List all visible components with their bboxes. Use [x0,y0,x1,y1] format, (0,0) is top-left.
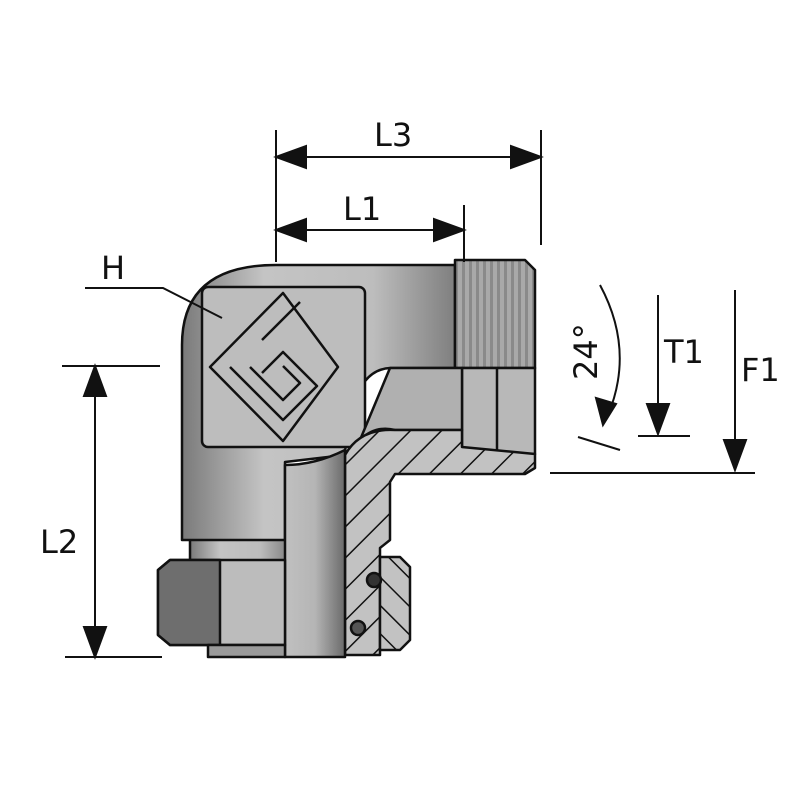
label-t1: T1 [663,333,704,371]
label-f1: F1 [741,351,780,389]
label-l2: L2 [40,523,78,561]
label-l1: L1 [343,190,381,228]
socket [460,366,537,456]
label-angle: 24° [567,323,605,380]
thread [453,258,537,370]
tube [283,448,347,659]
nut-section [378,555,412,652]
o-ring-2 [349,619,367,637]
label-l3: L3 [374,116,412,154]
o-ring [365,571,383,589]
dimension-lines [62,130,755,660]
logo-icon [208,291,340,443]
section-hatch [343,428,537,657]
label-h: H [101,249,125,287]
